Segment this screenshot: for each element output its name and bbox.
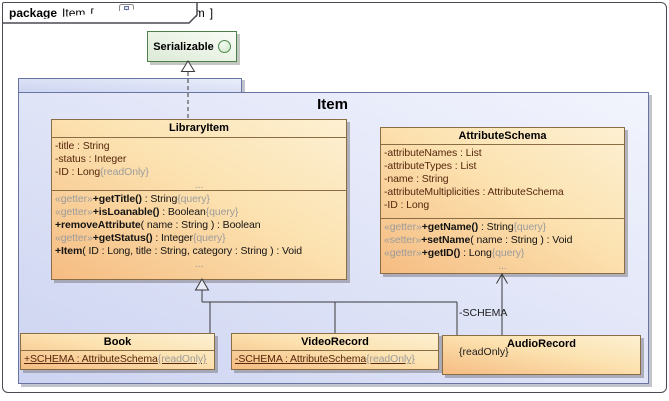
operation-line: +Item( ID : Long, title : String, catego… [55,245,303,257]
operation-line: «getter»+getTitle() : String{query} [55,193,210,205]
association-role: -SCHEMA [459,307,508,319]
attribute-line: -ID : Long{readOnly} [55,166,149,178]
frame-diagram-ref: domain.Item [138,5,205,20]
operations-ellipsis: ... [194,258,204,270]
book-attributes: +SCHEMA : AttributeSchema{readOnly} [21,350,214,369]
class-audio-record[interactable]: AudioRecord [442,335,641,375]
operations-ellipsis: ... [498,260,507,272]
library-item-attributes: -title : String -status : Integer -ID : … [52,137,346,190]
operation-line: «getter»+getStatus() : Integer{query} [55,232,226,244]
attribute-line: +SCHEMA : AttributeSchema{readOnly} [24,353,207,365]
operation-line: «getter»+getName() : String{query} [384,221,547,233]
attribute-schema-attributes: -attributeNames : List -attributeTypes :… [381,144,624,218]
attribute-schema-operations: «getter»+getName() : String{query} «sett… [381,218,624,273]
attribute-line: -SCHEMA : AttributeSchema{readOnly} [235,353,415,365]
frame-kind-label: package [9,5,58,20]
class-book[interactable]: Book +SCHEMA : AttributeSchema{readOnly} [20,333,215,370]
attribute-line: -title : String [55,140,110,152]
association-constraint: {readOnly} [459,346,509,358]
class-library-item-name: LibraryItem [169,122,229,134]
operation-line: «getter»+getID() : Long{query} [384,247,525,259]
class-serializable[interactable]: Serializable [147,31,237,62]
attributes-ellipsis: ... [194,179,204,190]
class-library-item[interactable]: LibraryItem -title : String -status : In… [51,119,347,280]
class-audio-record-name: AudioRecord [506,338,577,350]
operation-line: +removeAttribute( name : String ) : Bool… [55,219,261,231]
attribute-line: -attributeTypes : List [384,160,477,172]
attribute-line: -attributeMultiplicities : AttributeSche… [384,186,564,198]
package-item-title: Item [317,96,348,113]
class-serializable-name: Serializable [153,40,214,53]
attribute-line: -attributeNames : List [384,147,482,159]
attribute-line: -ID : Long [384,199,430,211]
interface-ball-icon [217,40,231,53]
video-record-attributes: -SCHEMA : AttributeSchema{readOnly} [232,350,438,369]
class-attribute-schema[interactable]: AttributeSchema -attributeNames : List -… [380,127,625,274]
operation-line: «getter»+isLoanable() : Boolean{query} [55,206,239,218]
class-book-name: Book [103,336,132,348]
class-diagram-icon [99,0,134,35]
attribute-line: -status : Integer [55,153,127,165]
diagram-frame-header: package Item [ domain.Item ] [4,4,213,21]
class-attribute-schema-name: AttributeSchema [458,130,547,142]
frame-close-bracket: ] [209,5,214,20]
class-video-record-name: VideoRecord [301,336,369,348]
association-schema-label: -SCHEMA {readOnly} [459,281,509,385]
frame-name-label: Item [62,5,86,20]
operation-line: «setter»+setName( name : String ) : Void [384,234,573,246]
attribute-line: -name : String [384,173,449,185]
class-video-record[interactable]: VideoRecord -SCHEMA : AttributeSchema{re… [231,333,439,370]
library-item-operations: «getter»+getTitle() : String{query} «get… [52,190,346,279]
frame-open-bracket: [ [90,5,94,20]
